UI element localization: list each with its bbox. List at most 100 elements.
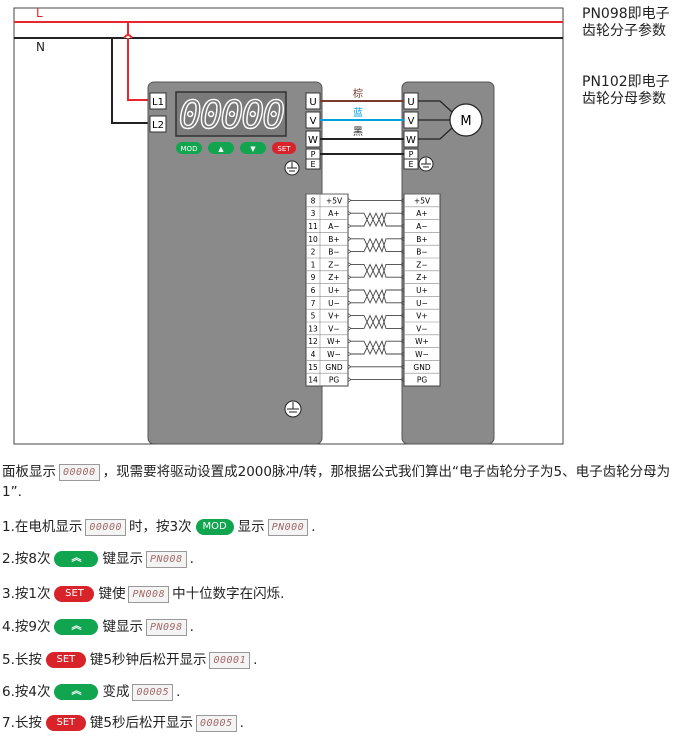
encoder-motor-pin-name: Z−	[416, 260, 427, 269]
step-2-text-a: 2.按8次	[2, 551, 51, 567]
step-6: 6.按4次 ︽ 变成 00005 .	[2, 682, 180, 702]
step-1-display-2: PN000	[267, 518, 309, 536]
encoder-motor-pin-name: +5V	[414, 196, 431, 205]
encoder-pin-name: U−	[328, 299, 340, 308]
down-button[interactable]	[240, 142, 266, 154]
motor-terminal-e	[403, 158, 419, 170]
step-5-display: 00001	[209, 651, 251, 669]
motor-terminals: U V W P E	[403, 92, 419, 170]
ground-icon-motor	[418, 156, 434, 172]
motor-symbol	[449, 103, 483, 137]
encoder-pin-number: 8	[311, 196, 316, 205]
up-button[interactable]	[208, 142, 234, 154]
step-4-text-b: 键显示	[102, 619, 143, 635]
set-button[interactable]	[272, 142, 296, 154]
n-line-label: N	[36, 40, 45, 54]
step-5: 5.长按 SET 键5秒钟后松开显示 00001 .	[2, 650, 257, 670]
encoder-twisted-wire	[351, 340, 401, 356]
encoder-pin-number: 11	[308, 222, 318, 231]
encoder-motor-pin-name: A+	[416, 209, 427, 218]
motor-leads	[418, 100, 453, 140]
step-5-set-button: SET	[45, 652, 86, 668]
encoder-pin-number: 14	[308, 376, 318, 385]
up-button-label: ▲	[218, 145, 224, 153]
encoder-pin-name: Z−	[328, 260, 339, 269]
step-4-text-a: 4.按9次	[2, 619, 51, 635]
encoder-pin-number: 12	[308, 337, 318, 346]
encoder-pin-name: W−	[327, 350, 341, 359]
step-1-display-1: 00000	[85, 518, 126, 536]
n-drop-wire	[111, 38, 150, 124]
encoder-twisted-wire	[351, 263, 401, 279]
step-2: 2.按8次 ︽ 键显示 PN008 .	[2, 549, 194, 569]
step-3-display: PN008	[128, 585, 170, 603]
encoder-pin-name: U+	[328, 286, 340, 295]
encoder-pin-name: V+	[328, 312, 339, 321]
encoder-pin-name: Z+	[328, 273, 339, 282]
driver-terminal-u-label: U	[309, 97, 316, 108]
step-4: 4.按9次 ︽ 键显示 PN098 .	[2, 617, 194, 637]
terminal-l1	[149, 92, 167, 110]
step-6-text-c: .	[176, 684, 181, 700]
note-pn098-line2: 齿轮分子参数	[582, 23, 666, 39]
step-1-text-a: 1.在电机显示	[2, 519, 83, 535]
encoder-motor-pin-name: V+	[416, 312, 427, 321]
encoder-pin-name: V−	[328, 324, 339, 333]
encoder-twisted-wire	[351, 314, 401, 330]
step-5-text-c: .	[253, 652, 258, 668]
terminal-l2-label: L2	[152, 120, 164, 131]
encoder-pin-number: 6	[311, 286, 316, 295]
motor-symbol-label: M	[460, 114, 471, 129]
ground-icon-driver	[284, 160, 300, 176]
l-drop-wire	[127, 22, 150, 101]
encoder-motor-pin-name: Z+	[416, 273, 427, 282]
step-6-text-b: 变成	[102, 684, 130, 700]
intro-text-2: ，现需要将驱动设置成2000脉冲/转，那根据公式我们算出“电子齿轮分子为5、电子…	[2, 464, 671, 500]
step-4-up-button: ︽	[54, 619, 99, 635]
step-4-text-c: .	[189, 619, 194, 635]
encoder-twisted-wire	[351, 288, 401, 305]
step-1-mod-button: MOD	[195, 519, 234, 535]
encoder-twisted-wire	[351, 263, 401, 279]
encoder-pin-number: 7	[311, 299, 316, 308]
step-1-text-d: .	[311, 519, 316, 535]
note-pn098: PN098即电子 齿轮分子参数	[582, 6, 670, 40]
step-7-display: 00005	[195, 714, 237, 732]
step-1: 1.在电机显示 00000 时，按3次 MOD 显示 PN000 .	[2, 517, 316, 537]
encoder-pin-number: 2	[311, 248, 316, 257]
encoder-pin-name: W+	[327, 337, 341, 346]
encoder-pin-number: 15	[308, 363, 318, 372]
step-3-text-a: 3.按1次	[2, 586, 51, 602]
encoder-pin-number: 13	[308, 324, 318, 333]
line-crossover	[123, 34, 133, 39]
step-2-up-button: ︽	[54, 551, 99, 567]
encoder-motor-pin-name: A−	[416, 222, 427, 231]
step-2-text-b: 键显示	[102, 551, 143, 567]
wiring-diagram: L N L1 L2 00000 MOD ▲ ▼ SET U V W P E U …	[13, 6, 564, 445]
step-6-up-button: ︽	[54, 684, 99, 700]
encoder-pin-name: B−	[328, 248, 339, 257]
set-button-label: SET	[277, 145, 291, 153]
driver-terminal-w-label: W	[308, 135, 318, 146]
encoder-twisted-wire	[351, 211, 401, 228]
step-6-display: 00005	[132, 683, 174, 701]
encoder-pin-name: +5V	[326, 196, 343, 205]
encoder-pin-name: GND	[325, 363, 342, 372]
mod-button[interactable]	[176, 142, 202, 154]
encoder-motor-pin-name: B+	[416, 235, 427, 244]
driver-display-value: 00000	[179, 93, 285, 137]
encoder-pin-number: 10	[308, 235, 318, 244]
driver-display	[175, 91, 287, 137]
ground-icon-bottom	[284, 400, 302, 418]
mod-button-label: MOD	[181, 145, 198, 153]
driver-terminal-e	[305, 158, 321, 170]
terminal-l1-label: L1	[152, 97, 164, 108]
step-7-set-button: SET	[45, 715, 86, 731]
step-1-text-c: 显示	[237, 519, 265, 535]
encoder-pin-number: 9	[311, 273, 316, 282]
encoder-pin-name: A+	[328, 209, 339, 218]
encoder-pin-name: B+	[328, 235, 339, 244]
